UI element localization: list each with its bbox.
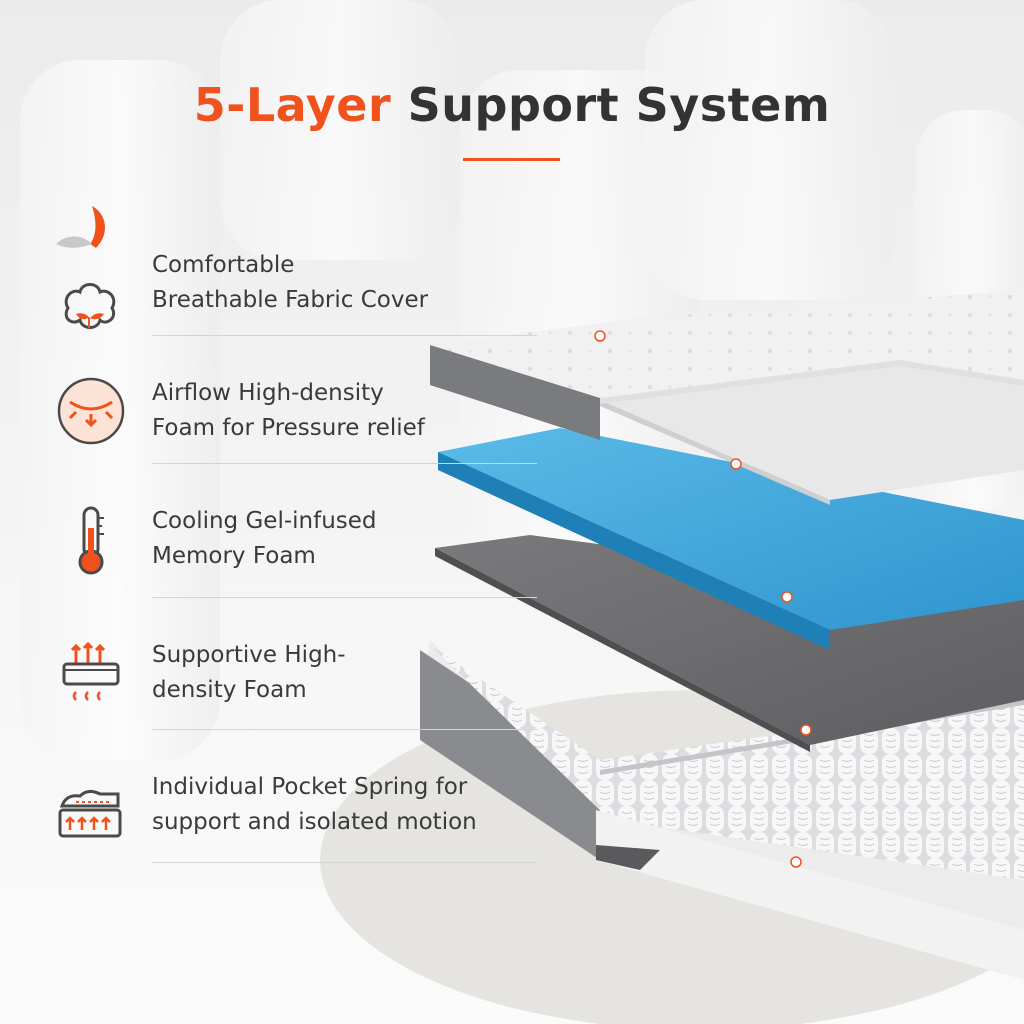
feature-line-2: Foam for Pressure relief: [152, 415, 425, 441]
support-foam-icon: [62, 641, 120, 701]
feature-line-1: Supportive High-: [152, 642, 346, 668]
feature-line-2: density Foam: [152, 677, 307, 703]
cotton-flower-icon: [64, 283, 116, 329]
feature-label: Individual Pocket Spring for support and…: [152, 770, 477, 840]
feature-line-2: Breathable Fabric Cover: [152, 287, 429, 313]
pocket-spring-icon: [58, 789, 122, 838]
page-title: 5-Layer Support System: [0, 78, 1024, 132]
feature-divider: [152, 729, 537, 730]
thermometer-icon: [78, 506, 104, 575]
feature-label: Supportive High- density Foam: [152, 638, 346, 708]
feature-label: Airflow High-density Foam for Pressure r…: [152, 376, 425, 446]
feather-cotton-icon: [56, 206, 106, 248]
feature-line-1: Comfortable: [152, 252, 295, 278]
title-accent: 5-Layer: [193, 78, 392, 132]
feature-divider: [152, 463, 537, 464]
feature-line-1: Cooling Gel-infused: [152, 508, 377, 534]
feature-divider: [152, 862, 537, 863]
title-rest: Support System: [391, 78, 831, 132]
feature-label: Cooling Gel-infused Memory Foam: [152, 504, 377, 574]
feature-line-1: Airflow High-density: [152, 380, 384, 406]
feature-line-2: support and isolated motion: [152, 809, 477, 835]
feature-divider: [152, 335, 537, 336]
feature-line-2: Memory Foam: [152, 543, 316, 569]
feature-line-1: Individual Pocket Spring for: [152, 774, 468, 800]
title-underline: [463, 158, 560, 161]
pressure-relief-icon: [57, 377, 125, 445]
feature-label: Comfortable Breathable Fabric Cover: [152, 248, 428, 318]
feature-divider: [152, 597, 537, 598]
